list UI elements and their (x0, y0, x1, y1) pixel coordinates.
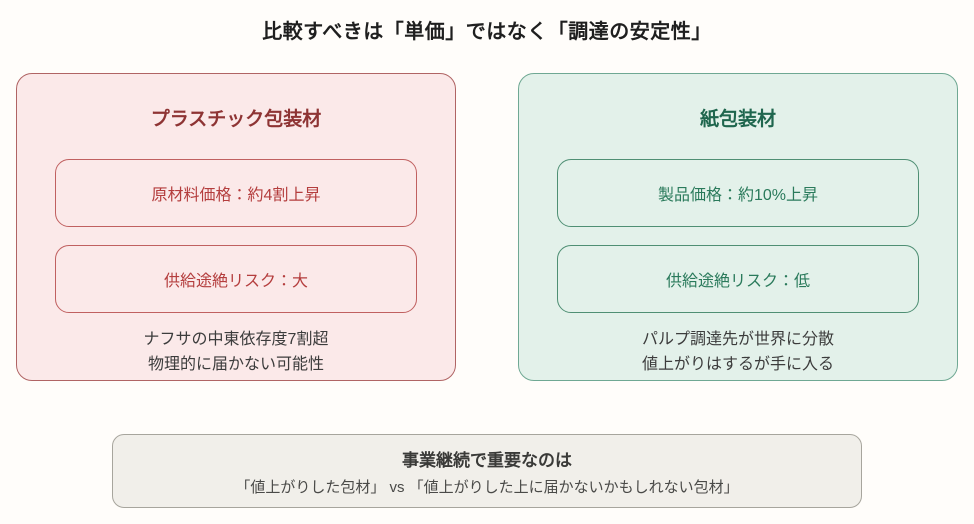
comparison-columns: プラスチック包装材 原材料価格：約4割上昇 供給途絶リスク：大 ナフサの中東依存… (0, 73, 974, 381)
plastic-note-line2: 物理的に届かない可能性 (147, 355, 324, 373)
conclusion-banner: 事業継続で重要なのは 「値上がりした包材」 vs 「値上がりした上に届かないかも… (112, 434, 862, 508)
paper-card-note: パルプ調達先が世界に分散 値上がりはするが手に入る (557, 328, 919, 378)
plastic-supply-risk-pill: 供給途絶リスク：大 (55, 245, 417, 313)
plastic-card-note: ナフサの中東依存度7割超 物理的に届かない可能性 (55, 328, 417, 378)
page-title: 比較すべきは「単価」ではなく「調達の安定性」 (262, 21, 712, 43)
conclusion-title: 事業継続で重要なのは (402, 451, 572, 470)
paper-note-line1: パルプ調達先が世界に分散 (641, 331, 834, 348)
paper-packaging-card: 紙包装材 製品価格：約10%上昇 供給途絶リスク：低 パルプ調達先が世界に分散 … (518, 73, 958, 381)
conclusion-subtitle: 「値上がりした包材」 vs 「値上がりした上に届かないかもしれない包材」 (235, 479, 739, 496)
paper-price-pill: 製品価格：約10%上昇 (557, 159, 919, 227)
plastic-card-title: プラスチック包装材 (150, 109, 322, 130)
plastic-price-pill: 原材料価格：約4割上昇 (55, 159, 417, 227)
paper-supply-risk-pill: 供給途絶リスク：低 (557, 245, 919, 313)
plastic-packaging-card: プラスチック包装材 原材料価格：約4割上昇 供給途絶リスク：大 ナフサの中東依存… (16, 73, 456, 381)
plastic-note-line1: ナフサの中東依存度7割超 (143, 331, 329, 348)
paper-note-line2: 値上がりはするが手に入る (641, 355, 834, 373)
paper-card-title: 紙包装材 (699, 109, 776, 130)
